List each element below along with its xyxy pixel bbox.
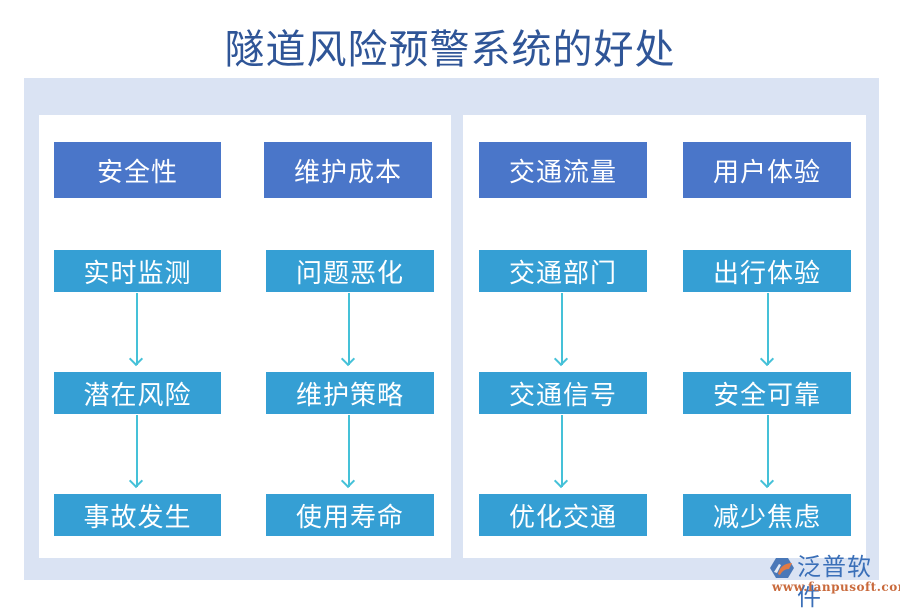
header-traffic-flow: 交通流量 (479, 142, 647, 198)
item-potential-risk: 潜在风险 (54, 372, 221, 414)
item-service-life: 使用寿命 (266, 494, 434, 536)
item-realtime-monitoring: 实时监测 (54, 250, 221, 292)
arrow-down-icon (348, 415, 350, 487)
header-safety: 安全性 (54, 142, 221, 198)
item-problem-worsening: 问题恶化 (266, 250, 434, 292)
item-optimize-traffic: 优化交通 (479, 494, 647, 536)
logo-url: www.fanpusoft.com (772, 580, 900, 594)
arrow-down-icon (136, 293, 138, 365)
item-travel-experience: 出行体验 (683, 250, 851, 292)
header-user-experience: 用户体验 (683, 142, 851, 198)
item-maintenance-strategy: 维护策略 (266, 372, 434, 414)
arrow-down-icon (136, 415, 138, 487)
arrow-down-icon (561, 415, 563, 487)
item-accident-occurrence: 事故发生 (54, 494, 221, 536)
arrow-down-icon (348, 293, 350, 365)
diagram-title: 隧道风险预警系统的好处 (224, 27, 676, 73)
item-reduce-anxiety: 减少焦虑 (683, 494, 851, 536)
item-traffic-department: 交通部门 (479, 250, 647, 292)
fanpu-logo-icon (770, 558, 794, 578)
arrow-down-icon (561, 293, 563, 365)
item-safe-reliable: 安全可靠 (683, 372, 851, 414)
header-maintenance-cost: 维护成本 (264, 142, 432, 198)
arrow-down-icon (767, 415, 769, 487)
arrow-down-icon (767, 293, 769, 365)
fanpu-logo: 泛普软件 www.fanpusoft.com (765, 552, 900, 611)
item-traffic-signal: 交通信号 (479, 372, 647, 414)
